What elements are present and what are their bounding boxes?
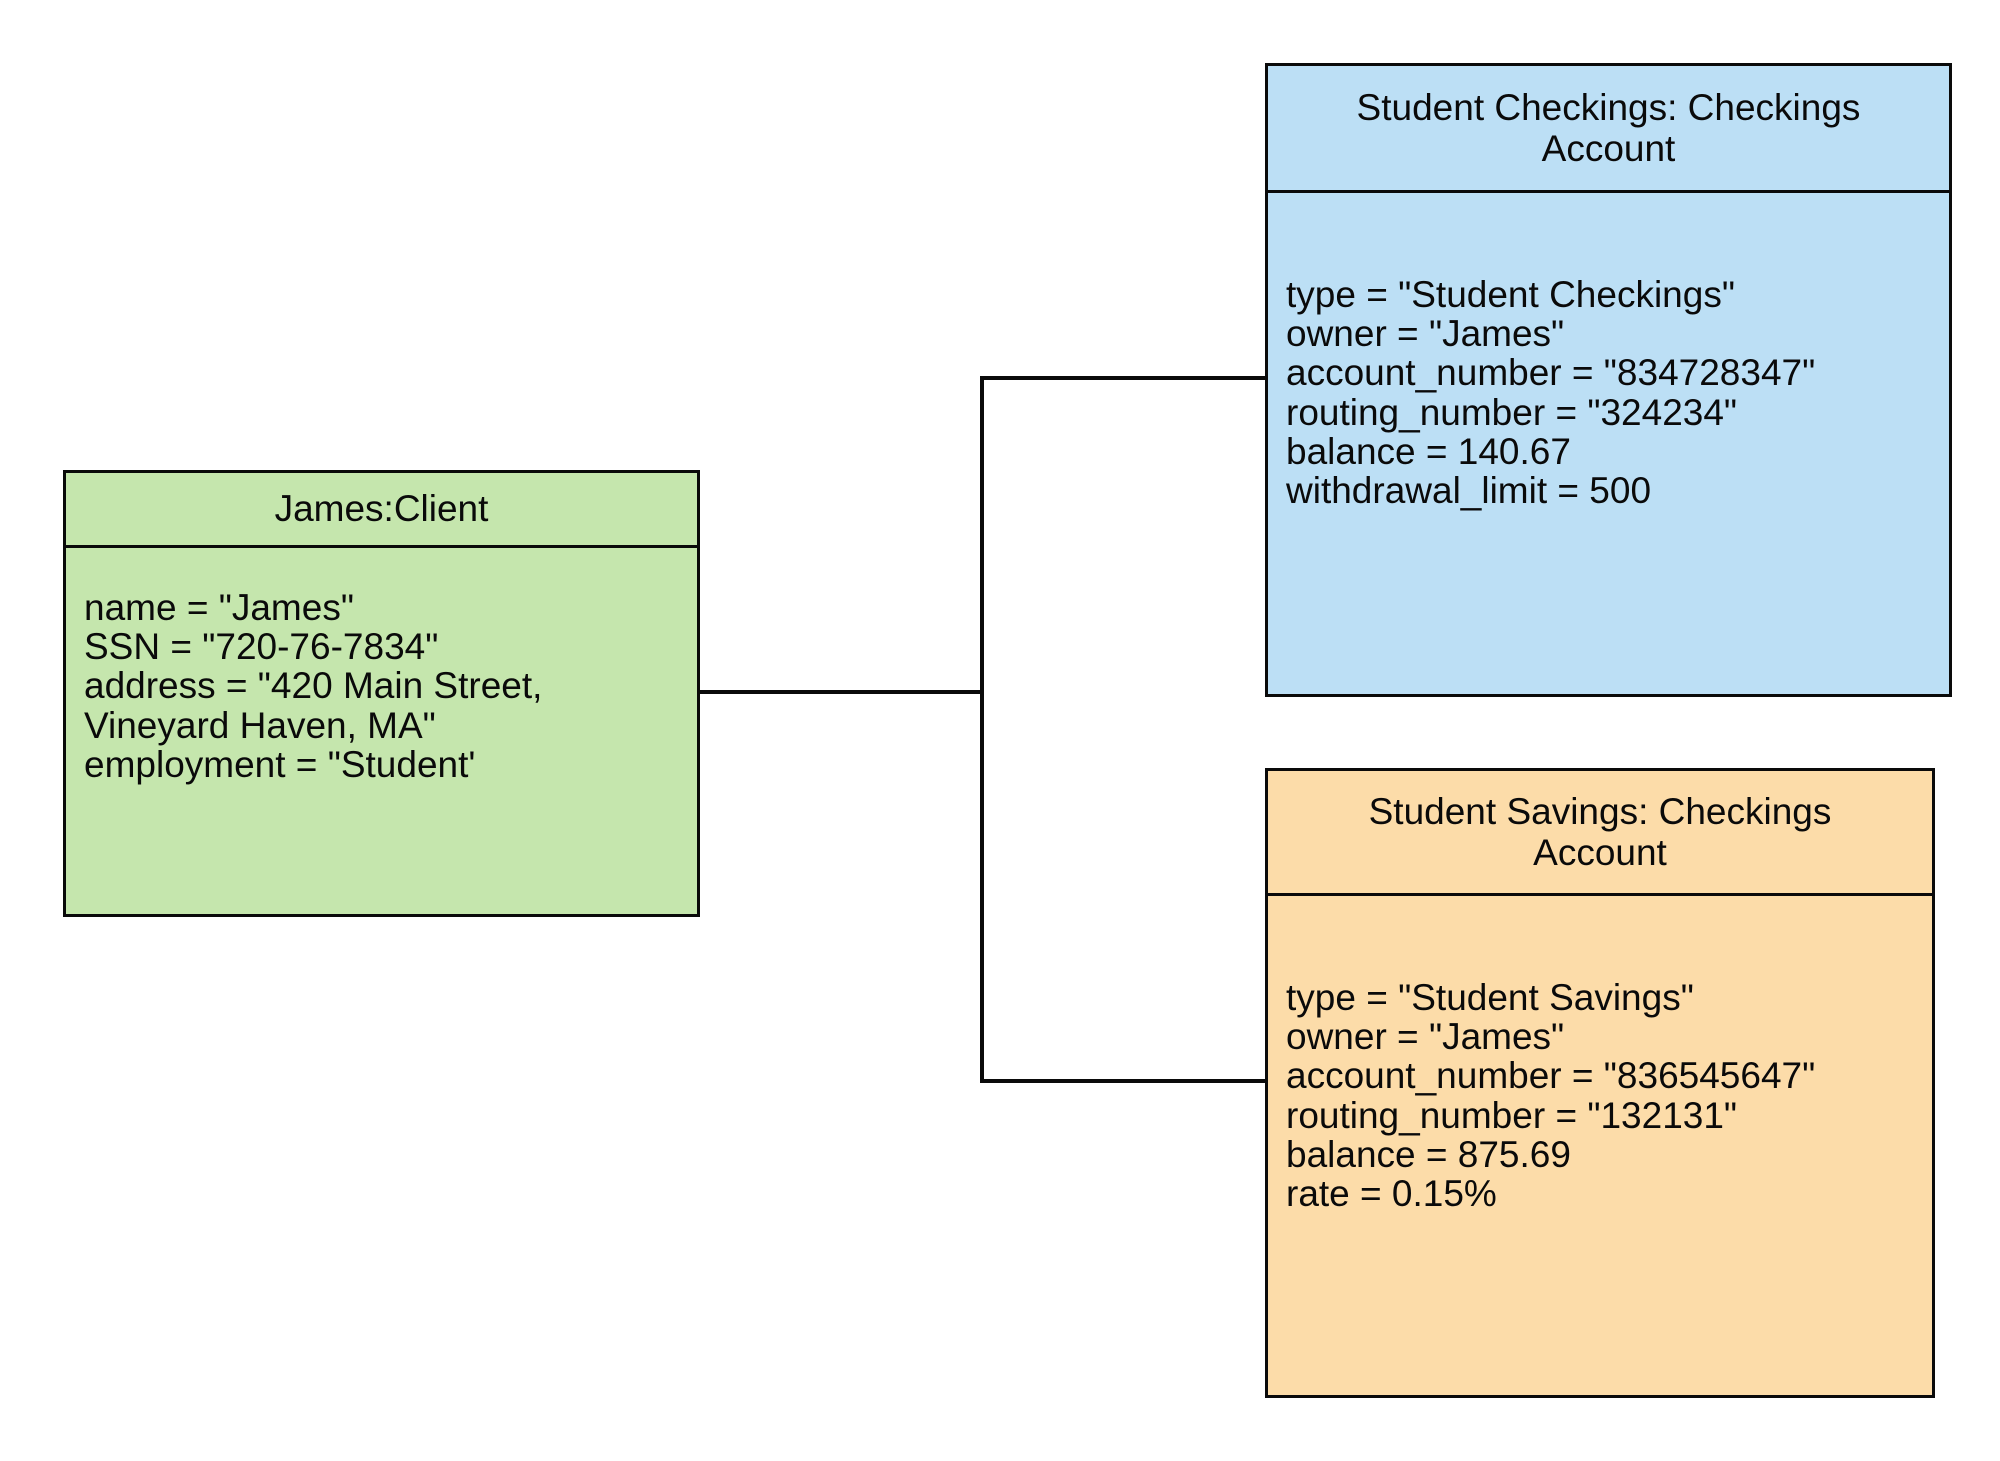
- uml-object-client-attributes: name = "James" SSN = "720-76-7834" addre…: [84, 588, 685, 784]
- attribute-type: type = "Student Checkings": [1286, 274, 1735, 315]
- attribute-balance: balance = 140.67: [1286, 430, 1571, 472]
- uml-object-student-savings[interactable]: Student Savings: Checkings Account type …: [1265, 768, 1935, 1398]
- attribute-routing-number: routing_number = "324234": [1286, 391, 1738, 433]
- uml-object-student-checkings[interactable]: Student Checkings: Checkings Account typ…: [1265, 63, 1952, 697]
- attribute-owner: owner = "James": [1286, 1016, 1565, 1058]
- uml-object-client-title: James:Client: [66, 473, 697, 548]
- attribute-balance: balance = 875.69: [1286, 1133, 1571, 1175]
- attribute-withdrawal-limit: withdrawal_limit = 500: [1286, 470, 1652, 512]
- uml-object-student-checkings-body: type = "Student Checkings" owner = "Jame…: [1268, 193, 1949, 694]
- attribute-employment: employment = "Student': [84, 743, 476, 785]
- uml-object-student-savings-attributes: type = "Student Savings" owner = "James"…: [1286, 977, 1920, 1215]
- attribute-ssn: SSN = "720-76-7834": [84, 626, 439, 668]
- uml-object-client-body: name = "James" SSN = "720-76-7834" addre…: [66, 548, 697, 914]
- uml-object-student-checkings-attributes: type = "Student Checkings" owner = "Jame…: [1286, 274, 1937, 512]
- attribute-account-number: account_number = "836545647": [1286, 1055, 1816, 1097]
- attribute-account-number: account_number = "834728347": [1286, 352, 1816, 394]
- attribute-owner: owner = "James": [1286, 313, 1565, 355]
- uml-object-client[interactable]: James:Client name = "James" SSN = "720-7…: [63, 470, 700, 917]
- uml-object-student-checkings-title: Student Checkings: Checkings Account: [1268, 66, 1949, 193]
- attribute-name: name = "James": [84, 587, 354, 628]
- attribute-address: address = "420 Main Street, Vineyard Hav…: [84, 665, 543, 746]
- uml-object-student-savings-body: type = "Student Savings" owner = "James"…: [1268, 896, 1932, 1395]
- attribute-type: type = "Student Savings": [1286, 977, 1694, 1018]
- attribute-routing-number: routing_number = "132131": [1286, 1094, 1738, 1136]
- uml-object-student-savings-title: Student Savings: Checkings Account: [1268, 771, 1932, 896]
- attribute-rate: rate = 0.15%: [1286, 1173, 1497, 1215]
